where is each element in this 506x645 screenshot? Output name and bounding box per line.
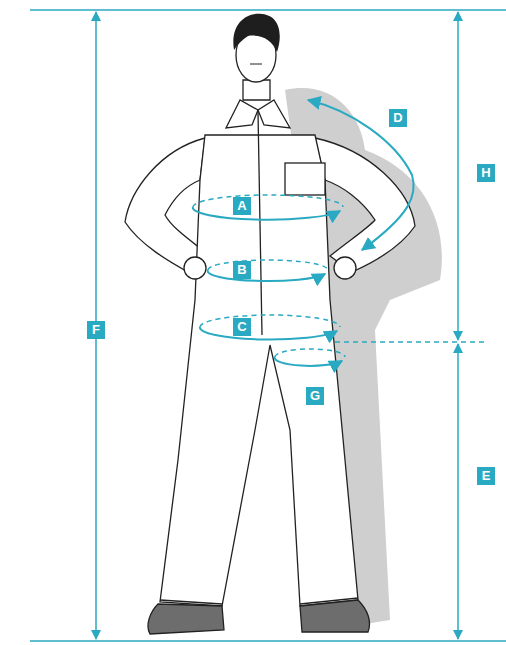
- cuff: [160, 600, 222, 604]
- hip-ring-back: [200, 315, 340, 327]
- callout-letter: A: [233, 197, 251, 215]
- coverall-body: [160, 135, 358, 606]
- chest-ring: [193, 207, 340, 220]
- left-hand: [184, 257, 206, 279]
- callout-letter: B: [233, 261, 251, 279]
- sleeve-dimension: [308, 100, 414, 250]
- hip-ring: [200, 327, 337, 340]
- mouth: [250, 64, 262, 65]
- callout-letter: G: [306, 387, 324, 405]
- callout-letter: D: [389, 109, 407, 127]
- callout-letter: E: [477, 467, 495, 485]
- zipper: [258, 112, 262, 335]
- hair: [233, 14, 279, 52]
- right-hand: [334, 257, 356, 279]
- chest-ring-back: [193, 195, 343, 207]
- callout-letter: C: [233, 318, 251, 336]
- thigh-ring: [275, 357, 342, 366]
- waist-ring-back: [208, 260, 328, 270]
- crotch-line: [335, 341, 485, 342]
- callout-letter: F: [87, 321, 105, 339]
- left-shoe: [148, 604, 224, 634]
- neck: [243, 80, 270, 100]
- waist-ring: [208, 270, 325, 281]
- right-arm: [315, 138, 415, 272]
- collar: [258, 100, 290, 128]
- collar: [226, 100, 258, 128]
- torso-dimension: [457, 12, 459, 340]
- callout-letter: H: [477, 164, 495, 182]
- top-line: [30, 9, 506, 11]
- right-shoe: [300, 600, 370, 632]
- ground-line: [30, 640, 506, 642]
- inseam-dimension: [457, 344, 459, 639]
- thigh-ring-back: [275, 349, 345, 357]
- pocket: [285, 163, 325, 195]
